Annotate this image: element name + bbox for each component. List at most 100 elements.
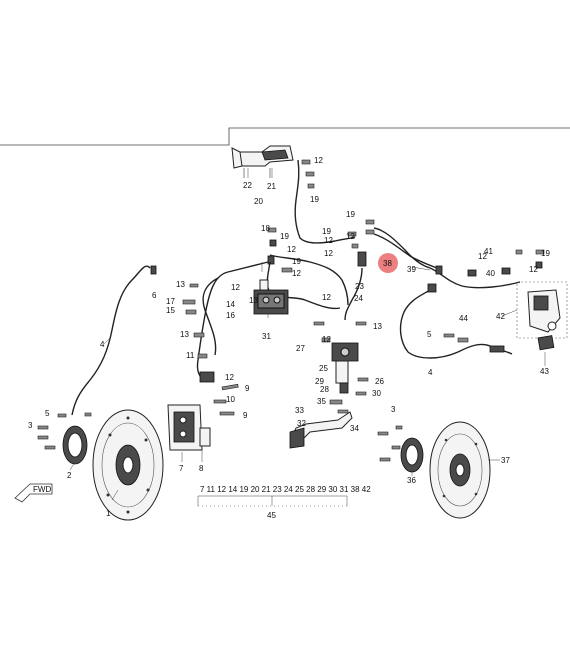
callout-21: 21 <box>267 182 276 191</box>
callout-26: 26 <box>375 377 384 386</box>
callout-34: 34 <box>350 424 359 433</box>
callout-3-right: 3 <box>391 405 396 414</box>
bolt-set-right <box>377 425 403 462</box>
callout-19-d: 19 <box>292 257 301 266</box>
callout-2: 2 <box>67 471 72 480</box>
rear-brake-hose <box>373 227 521 289</box>
front-brake-pipe-left <box>202 277 219 356</box>
callout-12-a: 12 <box>287 245 296 254</box>
callout-12-g: 12 <box>322 335 331 344</box>
rear-disc-carrier <box>400 437 424 473</box>
callout-12-left: 12 <box>225 373 234 382</box>
callout-1: 1 <box>106 509 111 518</box>
callout-37: 37 <box>501 456 510 465</box>
sensor-connector-right <box>427 283 437 293</box>
callout-24: 24 <box>354 294 363 303</box>
front-left-caliper <box>167 404 211 451</box>
callout-39: 39 <box>407 265 416 274</box>
banjo-bolts-upper <box>301 159 315 189</box>
callout-42: 42 <box>496 312 505 321</box>
rear-brake-pads <box>537 335 555 351</box>
callout-12-e: 12 <box>292 269 301 278</box>
diagram-frame <box>0 127 570 146</box>
callout-19-top: 19 <box>310 195 319 204</box>
callout-12-top: 12 <box>314 156 323 165</box>
callout-15: 15 <box>166 306 175 315</box>
front-left-brake-disc <box>92 409 164 521</box>
callout-12-f: 12 <box>322 293 331 302</box>
callout-12-j: 12 <box>529 265 538 274</box>
abs-hydraulic-unit <box>253 279 289 315</box>
banjo-bolts-left <box>182 283 208 359</box>
front-brake-master-cylinder-lever <box>231 145 294 169</box>
callout-3-left: 3 <box>28 421 33 430</box>
pipe-junction-left <box>199 371 215 383</box>
caliper-bolts <box>213 383 239 416</box>
callout-13-d: 13 <box>373 322 382 331</box>
abs-hose-front-right <box>269 254 349 306</box>
wheel-speed-sensor-cable-left <box>71 265 151 416</box>
callout-33: 33 <box>295 406 304 415</box>
callout-20: 20 <box>254 197 263 206</box>
callout-29: 29 <box>315 377 324 386</box>
highlight-marker <box>378 253 398 273</box>
rear-caliper <box>516 281 568 339</box>
callout-23: 23 <box>355 282 364 291</box>
callout-9-upper: 9 <box>245 384 250 393</box>
callout-30: 30 <box>372 389 381 398</box>
callout-13-b: 13 <box>180 330 189 339</box>
rear-brake-pedal <box>289 411 353 449</box>
rear-brake-hose-2 <box>373 233 443 271</box>
callout-4-left: 4 <box>100 340 105 349</box>
rear-brake-master-cylinder <box>331 342 359 394</box>
callout-4-right: 4 <box>428 368 433 377</box>
callout-36: 36 <box>407 476 416 485</box>
callout-19-c: 19 <box>346 210 355 219</box>
callout-12-i: 12 <box>478 252 487 261</box>
callout-28: 28 <box>320 385 329 394</box>
callout-19-e: 19 <box>541 249 550 258</box>
bolt-set-left <box>37 412 92 450</box>
rear-brake-disc <box>429 421 491 519</box>
callout-16: 16 <box>226 311 235 320</box>
callout-5-left: 5 <box>45 409 50 418</box>
sensor-bolts-right <box>443 333 505 353</box>
kit-bracket <box>197 495 348 507</box>
callout-13-c: 13 <box>249 296 258 305</box>
callout-27: 27 <box>296 344 305 353</box>
callout-38: 38 <box>383 259 392 268</box>
callout-19-b: 19 <box>322 227 331 236</box>
hose-23 <box>344 267 363 321</box>
hose-fittings-center <box>267 219 375 273</box>
callout-18: 18 <box>261 224 270 233</box>
callout-40: 40 <box>486 269 495 278</box>
callout-19-a: 19 <box>280 232 289 241</box>
callout-12-b: 12 <box>324 236 333 245</box>
front-direction-arrow: FWD <box>14 483 53 503</box>
callout-13-a: 13 <box>176 280 185 289</box>
callout-25: 25 <box>319 364 328 373</box>
callout-32: 32 <box>297 419 306 428</box>
kit-part-list: 7 11 12 14 19 20 21 23 24 25 28 29 30 31… <box>200 485 371 494</box>
sensor-connector-left <box>150 265 157 275</box>
callout-10: 10 <box>226 395 235 404</box>
callout-44: 44 <box>459 314 468 323</box>
callout-17: 17 <box>166 297 175 306</box>
callout-45: 45 <box>267 511 276 520</box>
leader-lines <box>69 168 546 501</box>
front-brake-hose-left <box>196 271 229 381</box>
callout-11: 11 <box>186 351 195 360</box>
callout-12-h: 12 <box>231 283 240 292</box>
callout-35: 35 <box>317 397 326 406</box>
callout-8: 8 <box>199 464 204 473</box>
front-brake-hose-upper <box>294 159 356 244</box>
callout-12-d: 12 <box>346 232 355 241</box>
callout-labels: 1 2 3 3 4 4 5 5 6 7 8 9 9 10 11 12 12 12… <box>28 156 550 518</box>
callout-31: 31 <box>262 332 271 341</box>
callout-22: 22 <box>243 181 252 190</box>
callout-12-c: 12 <box>324 249 333 258</box>
front-arrow-text: FWD <box>33 485 51 494</box>
front-left-disc-carrier <box>62 425 88 465</box>
callout-14: 14 <box>226 300 235 309</box>
